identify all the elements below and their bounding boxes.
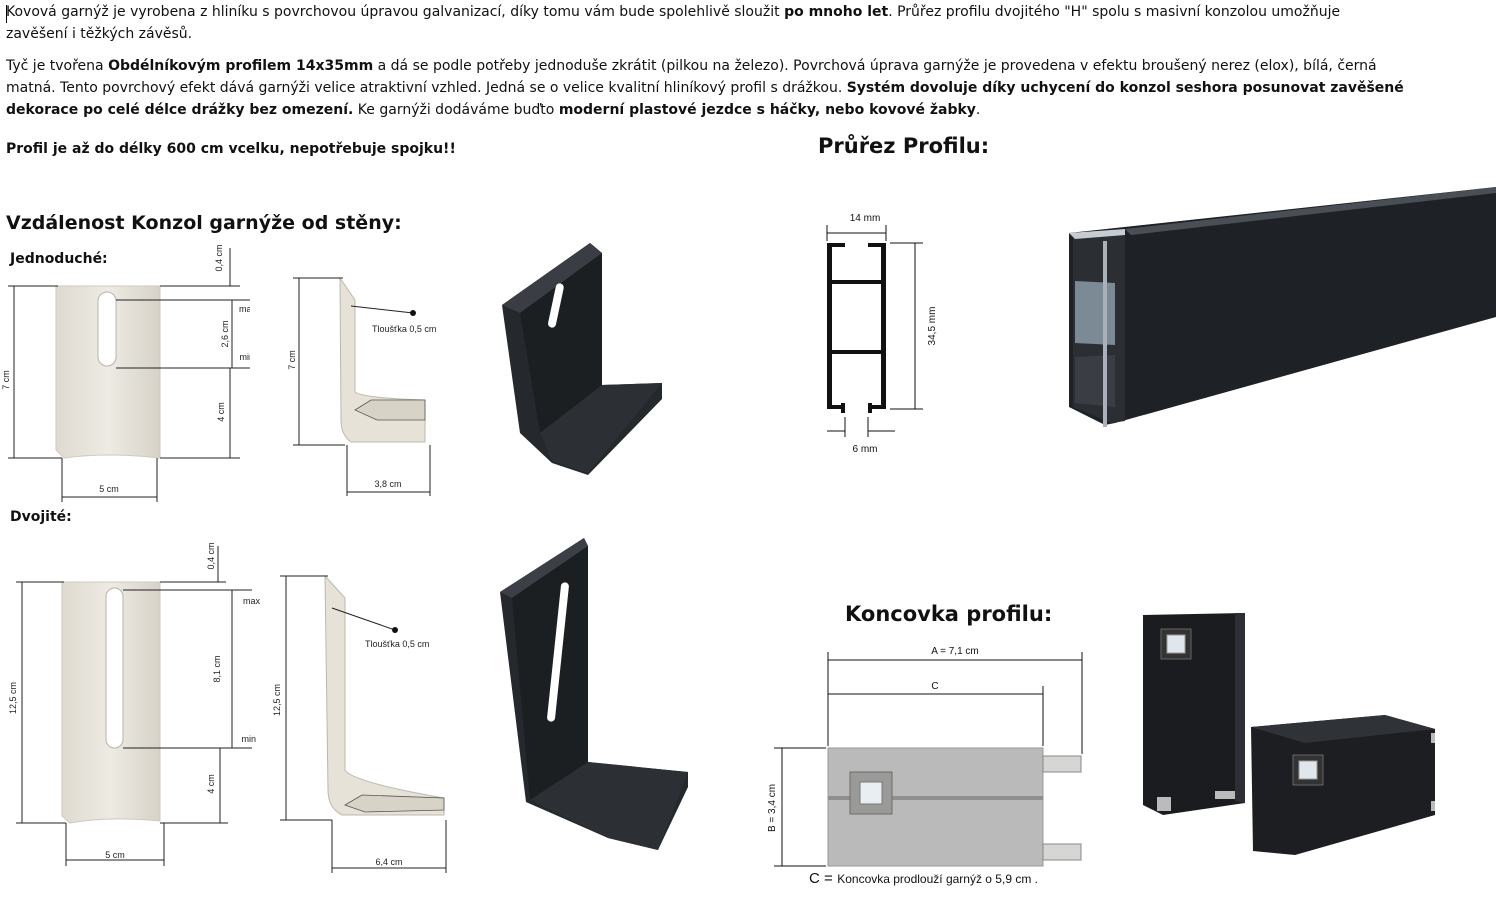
single-bracket-side-diagram: 7 cm Tloušťka 0,5 cm 3,8 cm	[287, 276, 436, 496]
endcap-b-label: B = 3,4 cm	[767, 784, 778, 832]
double-dim-bottom: 4 cm	[206, 774, 216, 794]
profile-height-label: 34,5 mm	[927, 307, 938, 346]
single-thickness: Tloušťka 0,5 cm	[372, 324, 436, 334]
single-label: Jednoduché:	[10, 251, 108, 267]
profile-cross-section-diagram: 14 mm 34,5 mm 6 mm	[826, 213, 938, 455]
intro-paragraph-1: Kovová garnýž je vyrobena z hliníku s po…	[6, 4, 1341, 42]
double-label: Dvojité:	[10, 509, 72, 525]
double-min: min	[241, 734, 256, 744]
profile-black-rail-photo	[1069, 187, 1496, 427]
text-cursor	[6, 5, 7, 23]
single-min: min	[239, 352, 250, 362]
endcap-a-label: A = 7,1 cm	[931, 646, 979, 657]
single-bracket-front-diagram: 7 cm 0,4 cm 2,6 cm 4 cm max min 5 cm	[1, 244, 250, 502]
single-dim-slot: 2,6 cm	[220, 320, 230, 347]
profile-gap-label: 6 mm	[853, 444, 878, 455]
endcap-caption: C = Koncovka prodlouží garnýž o 5,9 cm .	[809, 870, 1038, 887]
single-depth: 3,8 cm	[374, 479, 401, 489]
distance-heading: Vzdálenost Konzol garnýže od stěny:	[6, 212, 402, 234]
single-side-height: 7 cm	[287, 350, 297, 370]
single-max: max	[239, 304, 250, 314]
double-max: max	[243, 596, 261, 606]
intro-paragraph-2: Tyč je tvořena Obdélníkovým profilem 14x…	[6, 58, 1404, 118]
double-dim-height: 12,5 cm	[8, 682, 18, 714]
single-bracket-black-photo	[502, 243, 662, 475]
double-bracket-front-diagram: 12,5 cm 0,4 cm 8,1 cm 4 cm max min 5 cm	[8, 542, 261, 866]
double-depth: 6,4 cm	[375, 857, 402, 867]
profile-width-label: 14 mm	[850, 213, 881, 224]
endcap-diagram: A = 7,1 cm C B = 3,4 cm	[767, 646, 1083, 867]
double-side-height: 12,5 cm	[272, 684, 282, 716]
double-dim-top: 0,4 cm	[206, 542, 216, 569]
single-dim-width: 5 cm	[99, 484, 119, 494]
double-dim-slot: 8,1 cm	[212, 655, 222, 682]
intro-paragraph-3: Profil je až do délky 600 cm vcelku, nep…	[6, 141, 456, 157]
single-dim-bottom: 4 cm	[216, 402, 226, 422]
profile-heading: Průřez Profilu:	[818, 134, 990, 158]
double-thickness: Tloušťka 0,5 cm	[365, 639, 429, 649]
single-dim-height: 7 cm	[1, 370, 11, 390]
double-bracket-black-photo	[500, 538, 688, 850]
double-dim-width: 5 cm	[105, 850, 125, 860]
endcap-c-label: C	[931, 681, 938, 692]
single-dim-top: 0,4 cm	[214, 244, 224, 271]
endcap-black-photo	[1143, 613, 1435, 855]
double-bracket-side-diagram: 12,5 cm Tloušťka 0,5 cm 6,4 cm	[272, 574, 447, 873]
endcap-heading: Koncovka profilu:	[845, 602, 1053, 626]
